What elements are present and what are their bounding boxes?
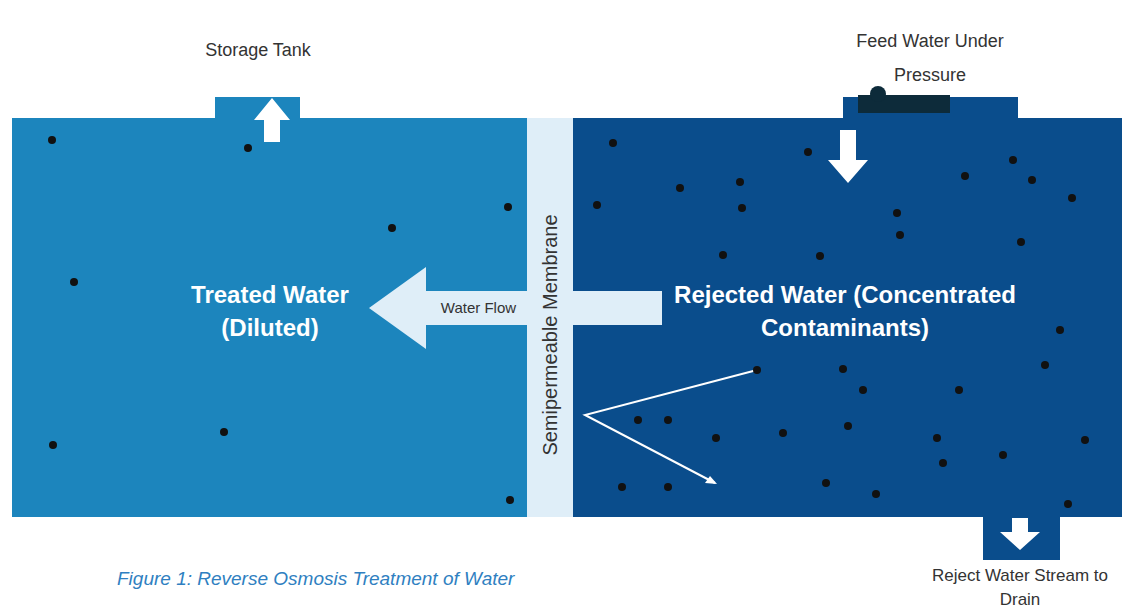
contaminant-dot	[664, 416, 672, 424]
contaminant-dot	[1009, 156, 1017, 164]
contaminant-dot	[712, 434, 720, 442]
piston-knob	[870, 86, 886, 102]
contaminant-dot	[816, 252, 824, 260]
inflow-arrow	[828, 130, 868, 183]
drain-label: Reject Water Stream to Drain	[928, 564, 1112, 612]
contaminant-dot	[664, 483, 672, 491]
contaminant-dot	[1064, 500, 1072, 508]
contaminant-dot	[939, 459, 947, 467]
storage-tank-label: Storage Tank	[158, 38, 358, 62]
contaminant-dot	[676, 184, 684, 192]
contaminant-dot	[872, 490, 880, 498]
contaminant-dot	[933, 434, 941, 442]
outflow-arrow	[254, 98, 290, 142]
contaminant-dot	[738, 204, 746, 212]
storage-outlet	[215, 97, 300, 119]
membrane-band: Semipermeable Membrane	[527, 118, 573, 517]
contaminant-dot	[1041, 361, 1049, 369]
contaminant-dot	[1017, 238, 1025, 246]
contaminant-dot	[955, 386, 963, 394]
contaminant-dot	[719, 251, 727, 259]
feed-water-label: Feed Water Under Pressure	[835, 24, 1025, 92]
contaminant-dot	[839, 365, 847, 373]
contaminant-dot	[822, 479, 830, 487]
contaminant-dot	[1068, 194, 1076, 202]
contaminant-dot	[961, 172, 969, 180]
contaminant-dot	[504, 203, 512, 211]
treated-water-label-box: Treated Water (Diluted)	[181, 276, 359, 346]
contaminant-dot	[779, 429, 787, 437]
rebound-head	[705, 476, 717, 484]
contaminant-dot	[1028, 176, 1036, 184]
contaminant-dot	[220, 428, 228, 436]
chamber-title: Treated Water (Diluted)	[189, 278, 351, 344]
flow-arrow	[369, 267, 662, 349]
contaminant-dot	[70, 278, 78, 286]
membrane-label: Semipermeable Membrane	[538, 212, 562, 457]
contaminant-dot	[593, 201, 601, 209]
contaminant-dot	[753, 366, 761, 374]
contaminant-dot	[388, 224, 396, 232]
contaminant-dot	[1081, 436, 1089, 444]
contaminant-dot	[859, 386, 867, 394]
chamber-title: Rejected Water (Concentrated Contaminant…	[674, 278, 1016, 344]
figure-caption: Figure 1: Reverse Osmosis Treatment of W…	[117, 568, 514, 590]
drain-arrow	[1000, 518, 1040, 550]
contaminant-dot	[804, 148, 812, 156]
contaminant-dot	[48, 136, 56, 144]
contaminant-dot	[609, 139, 617, 147]
contaminant-dot	[896, 231, 904, 239]
flow-label: Water Flow	[439, 298, 518, 318]
contaminant-dot	[1056, 326, 1064, 334]
contaminant-dot	[49, 441, 57, 449]
rejected-water-label-box: Rejected Water (Concentrated Contaminant…	[666, 276, 1024, 346]
contaminant-dot	[844, 422, 852, 430]
contaminant-dot	[618, 483, 626, 491]
contaminant-dot	[893, 209, 901, 217]
contaminant-dot	[634, 416, 642, 424]
contaminant-dot	[999, 451, 1007, 459]
rebound-path	[585, 370, 757, 483]
contaminant-dot	[244, 144, 252, 152]
contaminant-dot	[736, 178, 744, 186]
treated-chamber	[12, 118, 527, 517]
contaminant-dot	[506, 496, 514, 504]
drain-outlet	[983, 516, 1060, 560]
